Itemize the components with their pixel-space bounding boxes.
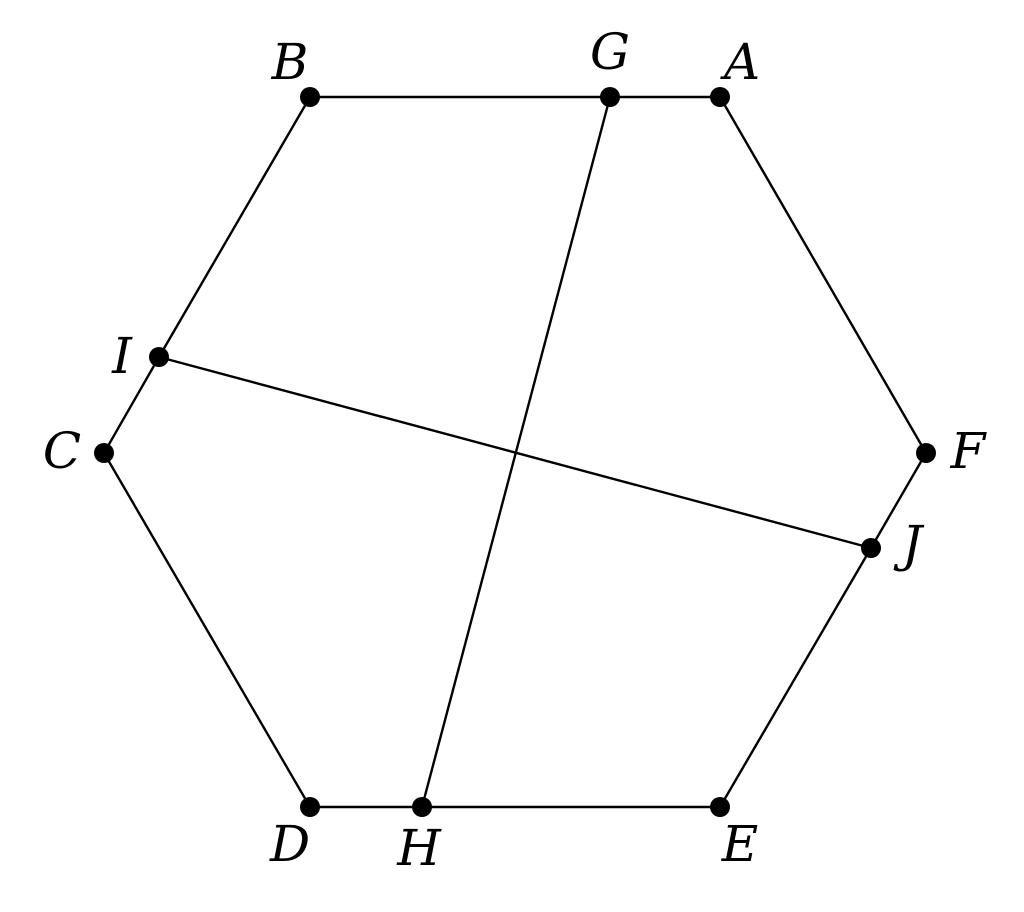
point-g-dot xyxy=(600,87,620,107)
point-a-label: A xyxy=(720,33,760,91)
point-b-label: B xyxy=(271,33,309,91)
point-e-dot xyxy=(710,797,730,817)
point-c-dot xyxy=(94,443,114,463)
edge-a-f xyxy=(718,95,928,455)
point-j-dot xyxy=(861,538,881,558)
point-j-label: J xyxy=(893,515,925,573)
point-h-label: H xyxy=(396,819,442,877)
point-d-label: D xyxy=(269,815,310,873)
edge-d-c xyxy=(102,451,312,809)
point-b-dot xyxy=(300,87,320,107)
inner-segments xyxy=(157,95,873,809)
edge-i-b xyxy=(157,95,312,359)
edge-j-e xyxy=(718,546,873,809)
point-i-label: I xyxy=(111,327,133,385)
point-i-dot xyxy=(149,347,169,367)
point-g-label: G xyxy=(590,23,630,81)
edge-f-j xyxy=(869,451,928,550)
vertex-labels: A B C D E F G H I J xyxy=(43,23,988,877)
edge-c-i xyxy=(102,355,161,455)
point-a-dot xyxy=(710,87,730,107)
vertex-dots xyxy=(94,87,936,817)
point-c-label: C xyxy=(43,422,81,480)
point-e-label: E xyxy=(721,815,759,873)
point-f-dot xyxy=(916,443,936,463)
point-h-dot xyxy=(412,797,432,817)
point-d-dot xyxy=(300,797,320,817)
hexagon-edges xyxy=(102,95,928,809)
point-f-label: F xyxy=(950,422,988,480)
segment-i-j xyxy=(157,355,873,550)
